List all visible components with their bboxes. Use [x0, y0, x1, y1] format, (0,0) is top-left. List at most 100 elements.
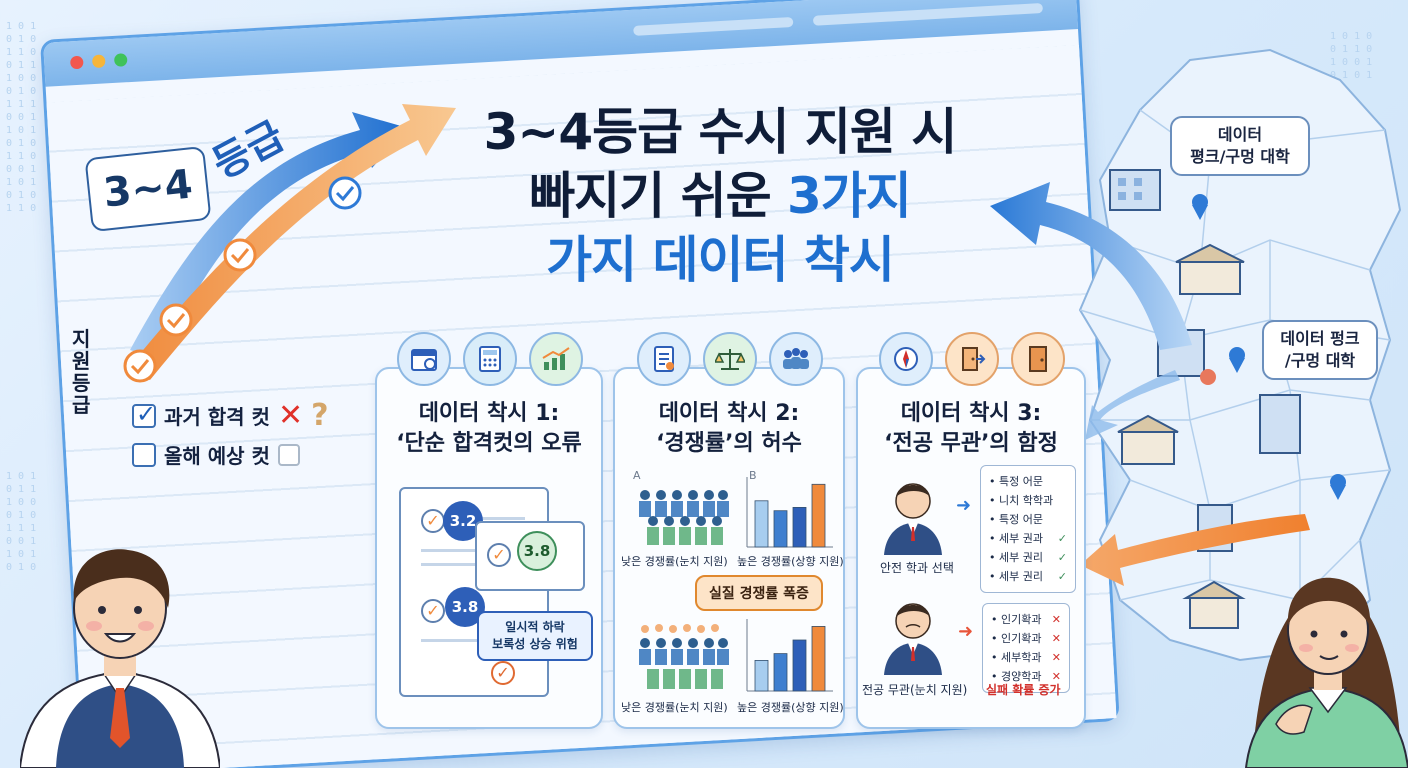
x-mark-icon: ✕ [1051, 613, 1061, 626]
list-item-label: • 인기확과 [991, 632, 1042, 645]
headline-line-2: 빠지기 쉬운 3가지 [529, 167, 912, 225]
case-caption: 전공 무관(눈치 지원) [862, 683, 968, 697]
list-item: • 니치 학학과 [989, 491, 1067, 510]
building-icon [1109, 169, 1161, 211]
empty-checkbox-icon[interactable] [132, 442, 156, 467]
chart-caption: 낮은 경쟁률(눈치 지원) [621, 555, 728, 568]
student-avatar [884, 603, 942, 675]
crowd-icon [769, 332, 823, 386]
list-item-label: • 니치 학학과 [989, 494, 1054, 507]
checklist-label: 과거 합격 컷 [164, 405, 270, 429]
male-student-illustration [20, 549, 220, 768]
list-item: • 세부학과 ✕ [991, 648, 1061, 667]
bar [792, 506, 807, 548]
exit-door-icon [945, 332, 999, 386]
list-item: • 인기확과 ✕ [991, 629, 1061, 648]
orange-rising-arrow [125, 104, 456, 380]
panel-title: 데이터 착시 3:‘전공 무관’의 함정 [884, 401, 1058, 456]
map-to-title-arrow [990, 182, 1192, 350]
safe-major-list: • 특정 어문• 니치 학학과• 특정 어문• 세부 권과✓• 세부 권리✓• … [980, 465, 1076, 593]
chart-caption: 높은 경쟁률(상향 지원) [737, 701, 844, 714]
score-badge: 3.8 [517, 531, 557, 571]
x-mark-icon: ✕ [1051, 632, 1061, 645]
panel-title: 데이터 착시 2:‘경쟁률’의 허수 [656, 401, 802, 456]
grade-bubble: 3~4 [84, 145, 212, 233]
list-item: • 세부 권리 ✓ [989, 567, 1067, 586]
map-label-callout: 데이터 펑크 /구멍 대학 [1262, 320, 1378, 380]
list-item-label: • 세부학과 [991, 651, 1042, 664]
list-item-label: • 세부 권과 [989, 532, 1043, 545]
list-item-label: • 인기확과 [991, 613, 1042, 626]
check-circle-icon [223, 238, 257, 272]
calendar-icon [397, 332, 451, 386]
binary-decoration: 1 0 1 0 1 1 1 0 0 0 1 0 1 1 1 0 0 1 1 0 … [6, 471, 37, 573]
door-icon [1011, 332, 1065, 386]
bar [773, 510, 788, 548]
growth-chart-icon [529, 332, 583, 386]
check-circle-icon [159, 303, 193, 337]
check-mark-icon: ✓ [1057, 551, 1067, 564]
map-label-callout: 데이터 평크/구멍 대학 [1170, 116, 1310, 176]
case-caption: 안전 학과 선택 [880, 561, 954, 575]
panel-title: 데이터 착시 1:‘단순 합격컷의 오류 [396, 401, 582, 456]
empty-box-icon [277, 443, 300, 466]
question-mark-icon: ? [311, 398, 329, 433]
group-label-b: B [749, 469, 757, 482]
chart-caption: 높은 경쟁률(상향 지원) [737, 555, 844, 568]
check-circle-icon [123, 349, 157, 383]
arrow-right-icon: ➜ [958, 621, 974, 642]
building-icon [1182, 580, 1246, 629]
building-icon [1117, 414, 1179, 465]
x-mark-icon: ✕ [1051, 670, 1061, 683]
scale-icon [703, 332, 757, 386]
unrelated-major-list: • 인기확과 ✕ • 인기확과 ✕ • 세부학과 ✕ • 경양학과 ✕ [982, 603, 1070, 693]
check-circle-icon [328, 176, 362, 210]
check-mark-icon: ✓ [1057, 570, 1067, 583]
binary-decoration: 1 0 1 0 1 0 1 1 0 0 1 1 1 0 0 0 1 0 1 1 … [6, 21, 37, 214]
map-to-panel-arrow [1085, 370, 1180, 440]
checked-checkbox-icon[interactable]: ✓ [132, 400, 156, 428]
headline-line-3: 가지 데이터 착시 [546, 231, 895, 289]
crowd-illustration [639, 624, 729, 689]
axis-label: 지원등급 [72, 327, 91, 417]
illusion-panel-1: 데이터 착시 1:‘단순 합격컷의 오류 ✓ ✓ ✓ 3.2 ✓ 3.8 3.8… [375, 367, 603, 729]
illusion-panel-3: 데이터 착시 3:‘전공 무관’의 함정 안전 학과 선택 ➜ • 특정 어문 •… [856, 367, 1086, 729]
check-circle-icon: ✓ [421, 509, 445, 533]
check-circle-icon: ✓ [421, 599, 445, 623]
list-item-label: • 세부 권리 [989, 570, 1043, 583]
arrow-right-icon: ➜ [956, 495, 972, 516]
binary-decoration: 1 0 1 0 0 1 1 0 1 0 0 1 0 1 0 1 [1330, 31, 1373, 81]
checklist-item[interactable]: 올해 예상 컷 [132, 440, 300, 469]
map-to-list-arrow [1080, 514, 1310, 586]
headline: 3~4등급 수시 지원 시 빠지기 쉬운 3가지 가지 데이터 착시 [420, 100, 1020, 292]
calculator-icon [463, 332, 517, 386]
bar [811, 483, 826, 548]
x-mark-icon: ✕ [1051, 651, 1061, 664]
list-item: • 세부 권과 ✓ [989, 529, 1067, 548]
list-item: • 세부 권리 ✓ [989, 548, 1067, 567]
bar [792, 639, 807, 692]
list-item: • 특정 어문 [989, 472, 1067, 491]
failure-result: 실패 확률 증가 [986, 683, 1061, 697]
list-item-label: • 세부 권리 [989, 551, 1043, 564]
bar [773, 653, 788, 692]
check-circle-icon: ✓ [491, 661, 515, 685]
check-circle-icon: ✓ [487, 543, 511, 567]
bar-chart-top [746, 477, 833, 548]
check-mark-icon: ✓ [1057, 532, 1067, 545]
report-icon [637, 332, 691, 386]
building-icon [1175, 243, 1245, 295]
checklist-item[interactable]: ✓ 과거 합격 컷 ✕ ? [132, 398, 328, 433]
list-item-label: • 경양학과 [991, 670, 1042, 683]
list-item: • 인기확과 ✕ [991, 610, 1061, 629]
list-item-label: • 특정 어문 [989, 513, 1043, 526]
building-icon [1259, 394, 1301, 454]
female-student-illustration [1244, 577, 1408, 768]
compass-icon [879, 332, 933, 386]
illusion-panel-2: 데이터 착시 2:‘경쟁률’의 허수 A B 낮은 경쟁률(눈치 지원) 높은 … [613, 367, 845, 729]
student-avatar [884, 483, 942, 555]
crowd-illustration [639, 490, 729, 545]
bar-chart-bottom [746, 619, 833, 692]
